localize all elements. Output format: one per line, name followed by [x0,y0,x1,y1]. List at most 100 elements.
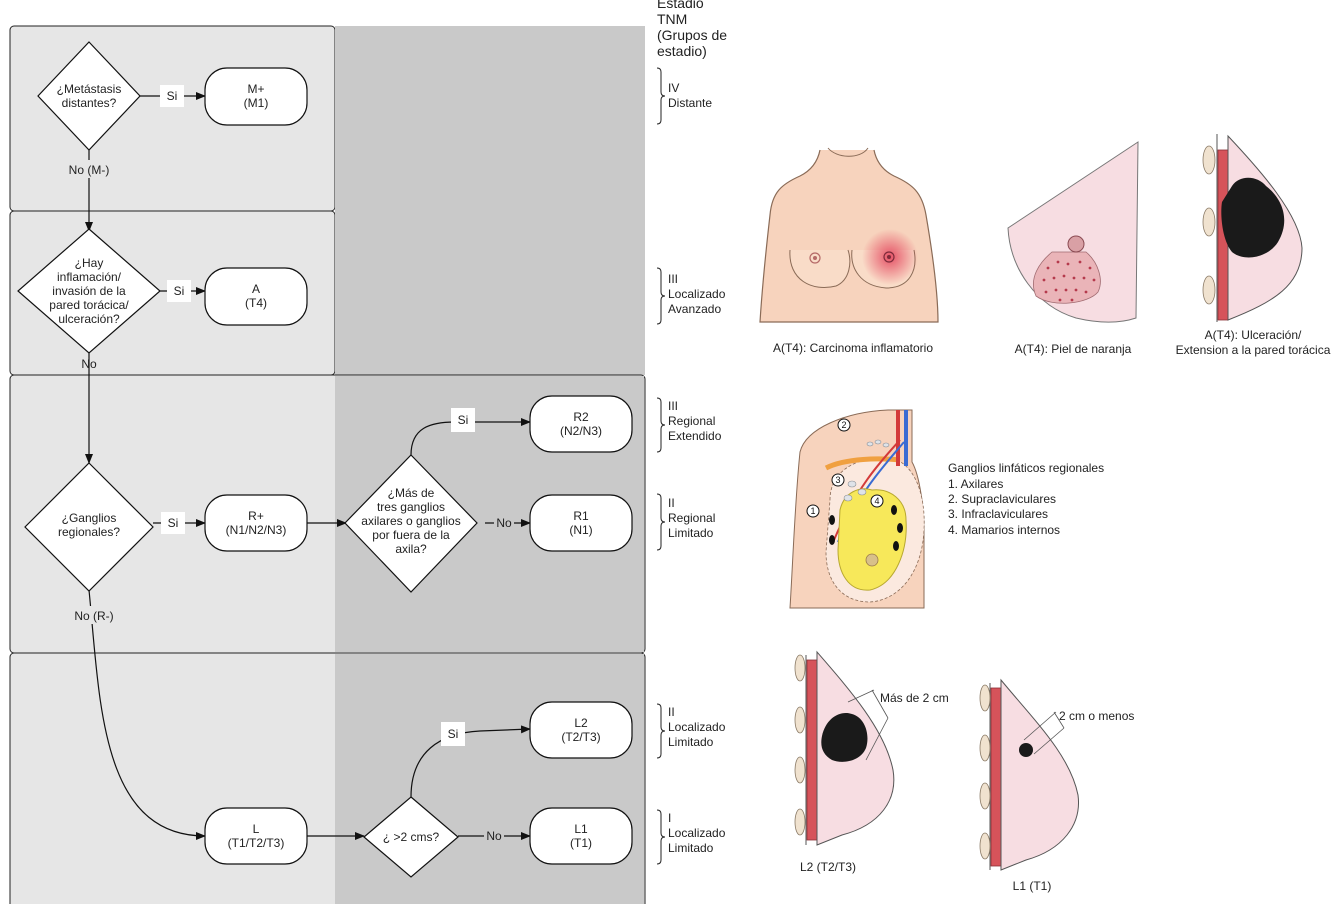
si-label-ganglios: Si [168,516,179,530]
text-line: ¿ >2 cms? [383,830,440,844]
text-line: ¿Hay [75,256,104,270]
stage-ii-local: IILocalizadoLimitado [668,705,726,749]
lymph-legend-item-4: 4. Mamarios internos [948,523,1060,537]
ulceration-illustration [1203,134,1302,322]
text-line: Distante [668,96,712,110]
si-label-metastasis: Si [167,89,178,103]
stage-brackets [657,68,665,864]
no-label-size: No [486,829,502,843]
text-line: (T1) [570,836,592,850]
l2-illustration [795,652,894,845]
lymph-legend-item-2: 2. Supraclaviculares [948,492,1056,506]
text-line: Extension a la pared torácica [1176,343,1331,357]
text-line: Más de 2 cm [880,691,949,705]
no-label-tres: No [496,516,512,530]
si-label-inflamacion: Si [174,284,185,298]
panel-backgrounds [10,26,645,904]
marker-1: 1 [810,506,815,516]
text-line: Regional [668,511,715,525]
text-line: L [253,822,260,836]
caption-naranja: A(T4): Piel de naranja [1015,342,1132,356]
text-line: Limitado [668,526,714,540]
lymph-legend: Ganglios linfáticos regionales 1. Axilar… [948,461,1104,537]
no-m-label: No (M-) [69,163,110,177]
text-line: I [668,811,671,825]
si-label-tres: Si [458,413,469,427]
text-line: M+ [247,82,264,96]
text-line: R2 [573,410,589,424]
text-line: IV [668,81,679,95]
text-line: Limitado [668,735,714,749]
nipple [1068,236,1084,252]
text-line: A(T4): Piel de naranja [1015,342,1132,356]
text-line: distantes? [62,96,117,110]
caption-inflamatorio: A(T4): Carcinoma inflamatorio [773,341,933,355]
caption-l2: L2 (T2/T3) [800,860,856,874]
no-r-label: No (R-) [74,609,113,623]
text-line: Estadio [657,0,704,11]
text-line: Localizado [668,287,726,301]
marker-4: 4 [874,496,879,506]
stage-header: EstadioTNM(Grupos deestadio) [657,0,727,59]
text-line: L2 (T2/T3) [800,860,856,874]
lymph-legend-title: Ganglios linfáticos regionales [948,461,1104,475]
stage-ii-regional: IIRegionalLimitado [668,496,715,540]
stage-iv: IVDistante [668,81,712,110]
text-line: III [668,272,678,286]
text-line: Extendido [668,429,722,443]
lymph-nodes-illustration: 1 2 3 4 [790,410,924,608]
text-line: (Grupos de [657,27,727,43]
text-line: (T4) [245,296,267,310]
text-line: ulceración? [58,312,120,326]
text-line: (N1/N2/N3) [226,523,287,537]
text-line: L2 [574,716,588,730]
text-line: pared torácica/ [49,298,129,312]
text-line: III [668,399,678,413]
inflammatory-carcinoma-illustration [760,148,938,322]
caption-l1: L1 (T1) [1013,879,1052,893]
text-line: ¿Ganglios [62,511,117,525]
text-line: TNM [657,11,687,27]
panel-locally-advanced-extension [335,211,645,375]
si-label-size: Si [448,727,459,741]
size-question: ¿ >2 cms? [383,830,440,844]
text-line: ¿Más de [388,486,435,500]
text-line: A(T4): Ulceración/ [1205,328,1302,342]
text-line: Avanzado [668,302,721,316]
text-line: II [668,705,675,719]
text-line: tres ganglios [377,500,445,514]
text-line: por fuera de la [372,528,450,542]
annotation-menos-2cm: 2 cm o menos [1059,709,1134,723]
text-line: ¿Metástasis [57,82,122,96]
lymph-legend-item-1: 1. Axilares [948,477,1003,491]
panel-local-dark [335,654,644,904]
text-line: axilares o ganglios [361,514,460,528]
annotation-mas-2cm: Más de 2 cm [880,691,949,705]
text-line: A(T4): Carcinoma inflamatorio [773,341,933,355]
text-line: Regional [668,414,715,428]
marker-2: 2 [841,420,846,430]
text-line: Localizado [668,720,726,734]
caption-ulceracion: A(T4): Ulceración/Extension a la pared t… [1176,328,1331,357]
text-line: L1 [574,822,588,836]
text-line: II [668,496,675,510]
text-line: axila? [395,542,427,556]
text-line: invasión de la [52,284,126,298]
text-line: 2 cm o menos [1059,709,1134,723]
text-line: inflamación/ [57,270,122,284]
text-line: (T1/T2/T3) [228,836,285,850]
text-line: (M1) [244,96,269,110]
text-line: Localizado [668,826,726,840]
text-line: R+ [248,509,264,523]
marker-3: 3 [835,475,840,485]
text-line: estadio) [657,43,707,59]
text-line: (N1) [569,523,592,537]
ganglios-question: ¿Gangliosregionales? [58,511,120,539]
no-label-inflamacion: No [81,357,97,371]
text-line: Limitado [668,841,714,855]
lymph-legend-item-3: 3. Infraclaviculares [948,507,1048,521]
